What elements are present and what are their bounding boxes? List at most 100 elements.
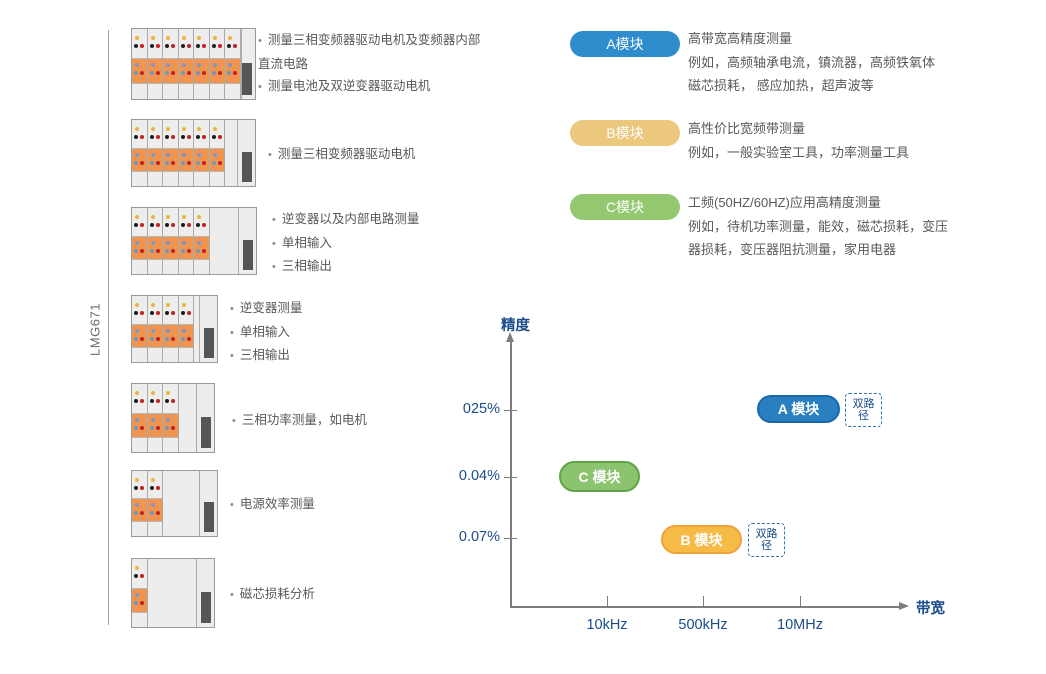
module-blank-panel bbox=[225, 120, 238, 186]
red-dot-icon bbox=[217, 160, 222, 165]
slot-orange-band bbox=[163, 323, 178, 349]
red-dot-icon bbox=[140, 336, 144, 341]
power-slot bbox=[201, 591, 211, 623]
blue-dot-icon bbox=[197, 152, 201, 157]
black-dot-icon bbox=[227, 44, 231, 48]
device-front-panel-3ch bbox=[131, 383, 215, 453]
slot-orange-band bbox=[178, 235, 193, 261]
channel-slots bbox=[132, 208, 210, 274]
module-end-cap bbox=[238, 120, 255, 186]
chart-point-module-a: A 模块 bbox=[757, 395, 840, 423]
note-text: 三相功率测量，如电机 bbox=[241, 413, 367, 427]
black-dot-icon bbox=[134, 486, 138, 490]
dual-path-label: 双路 bbox=[755, 527, 778, 540]
slot-connector-top bbox=[132, 384, 147, 413]
red-dot-icon bbox=[155, 486, 160, 490]
note-text: 磁芯损耗分析 bbox=[239, 587, 315, 601]
bullet-icon: • bbox=[272, 261, 276, 273]
blue-dot-icon bbox=[181, 63, 186, 68]
yellow-dot-icon bbox=[150, 391, 155, 395]
y-tick-label: 025% bbox=[462, 401, 500, 417]
black-dot-icon bbox=[165, 135, 169, 139]
channel-slot bbox=[147, 471, 163, 536]
description-line: 高带宽高精度测量 bbox=[688, 31, 793, 46]
channel-slot bbox=[163, 120, 179, 186]
blue-dot-icon bbox=[227, 71, 231, 76]
note-text: 三相输出 bbox=[239, 348, 290, 362]
channel-slot bbox=[163, 29, 179, 99]
yellow-dot-icon bbox=[150, 303, 155, 307]
red-dot-icon bbox=[155, 336, 160, 341]
description-line: 器损耗，变压器阻抗测量，家用电器 bbox=[688, 242, 897, 257]
blue-dot-icon bbox=[135, 240, 139, 245]
dual-path-label: 径 bbox=[761, 540, 772, 552]
slot-connector-top bbox=[132, 559, 147, 588]
slot-connector-top bbox=[148, 120, 163, 148]
channel-slot bbox=[132, 29, 148, 99]
blue-dot-icon bbox=[149, 71, 154, 76]
channel-slots bbox=[132, 471, 163, 536]
module-note-line: •电源效率测量 bbox=[230, 493, 315, 517]
yellow-dot-icon bbox=[135, 127, 139, 131]
channel-slot bbox=[132, 559, 148, 627]
blue-dot-icon bbox=[149, 160, 154, 165]
blue-dot-icon bbox=[165, 160, 169, 165]
black-dot-icon bbox=[149, 44, 154, 48]
x-tick-mark bbox=[607, 596, 608, 606]
channel-slots bbox=[132, 559, 148, 627]
slot-bottom bbox=[163, 260, 178, 274]
note-text: 直流电路 bbox=[258, 56, 309, 71]
red-dot-icon bbox=[186, 223, 191, 227]
yellow-dot-icon bbox=[135, 391, 139, 395]
blue-dot-icon bbox=[166, 152, 170, 157]
y-tick-label: 0.04% bbox=[458, 468, 500, 484]
yellow-dot-icon bbox=[181, 127, 186, 131]
yellow-dot-icon bbox=[181, 303, 186, 307]
slot-connector-top bbox=[194, 120, 209, 148]
blue-dot-icon bbox=[180, 248, 185, 253]
slot-connector-top bbox=[194, 208, 209, 236]
black-dot-icon bbox=[149, 223, 154, 227]
red-dot-icon bbox=[186, 44, 191, 48]
black-dot-icon bbox=[165, 399, 169, 403]
x-axis-line bbox=[510, 606, 900, 608]
note-text: 三相输出 bbox=[281, 259, 332, 273]
channel-slot bbox=[178, 208, 194, 274]
black-dot-icon bbox=[134, 399, 138, 403]
channel-slot bbox=[147, 384, 163, 452]
red-dot-icon bbox=[171, 71, 175, 76]
yellow-dot-icon bbox=[166, 36, 170, 40]
yellow-dot-icon bbox=[197, 36, 201, 40]
red-dot-icon bbox=[202, 223, 206, 227]
note-text: 测量三相变频器驱动电机 bbox=[277, 147, 416, 161]
red-dot-icon bbox=[171, 248, 175, 253]
slot-orange-band bbox=[194, 58, 209, 85]
red-dot-icon bbox=[171, 160, 175, 165]
slot-bottom bbox=[148, 522, 163, 536]
slot-orange-band bbox=[178, 147, 193, 173]
red-dot-icon bbox=[186, 135, 191, 139]
blue-dot-icon bbox=[135, 63, 139, 68]
blue-dot-icon bbox=[197, 63, 201, 68]
blue-dot-icon bbox=[150, 328, 155, 333]
yellow-dot-icon bbox=[181, 36, 186, 40]
description-line: 高性价比宽频带测量 bbox=[688, 121, 806, 136]
red-dot-icon bbox=[186, 71, 191, 76]
black-dot-icon bbox=[165, 311, 169, 315]
blue-dot-icon bbox=[134, 71, 138, 76]
slot-bottom bbox=[179, 84, 194, 99]
module-notes: •逆变器以及内部电路测量•单相输入•三相输出 bbox=[272, 208, 419, 279]
slot-bottom bbox=[132, 522, 147, 536]
blue-dot-icon bbox=[166, 328, 170, 333]
description-line: 磁芯损耗， 感应加热，超声波等 bbox=[688, 78, 874, 93]
device-front-panel-2ch bbox=[131, 470, 218, 537]
slot-bottom bbox=[132, 84, 147, 99]
module-note-line: •逆变器测量 bbox=[230, 297, 302, 321]
channel-slot bbox=[178, 120, 194, 186]
blue-dot-icon bbox=[150, 417, 155, 422]
y-tick-mark bbox=[504, 410, 517, 411]
blue-dot-icon bbox=[134, 511, 138, 516]
y-axis-line bbox=[510, 342, 512, 607]
module-c-badge: C模块 bbox=[570, 194, 680, 220]
red-dot-icon bbox=[155, 71, 160, 76]
